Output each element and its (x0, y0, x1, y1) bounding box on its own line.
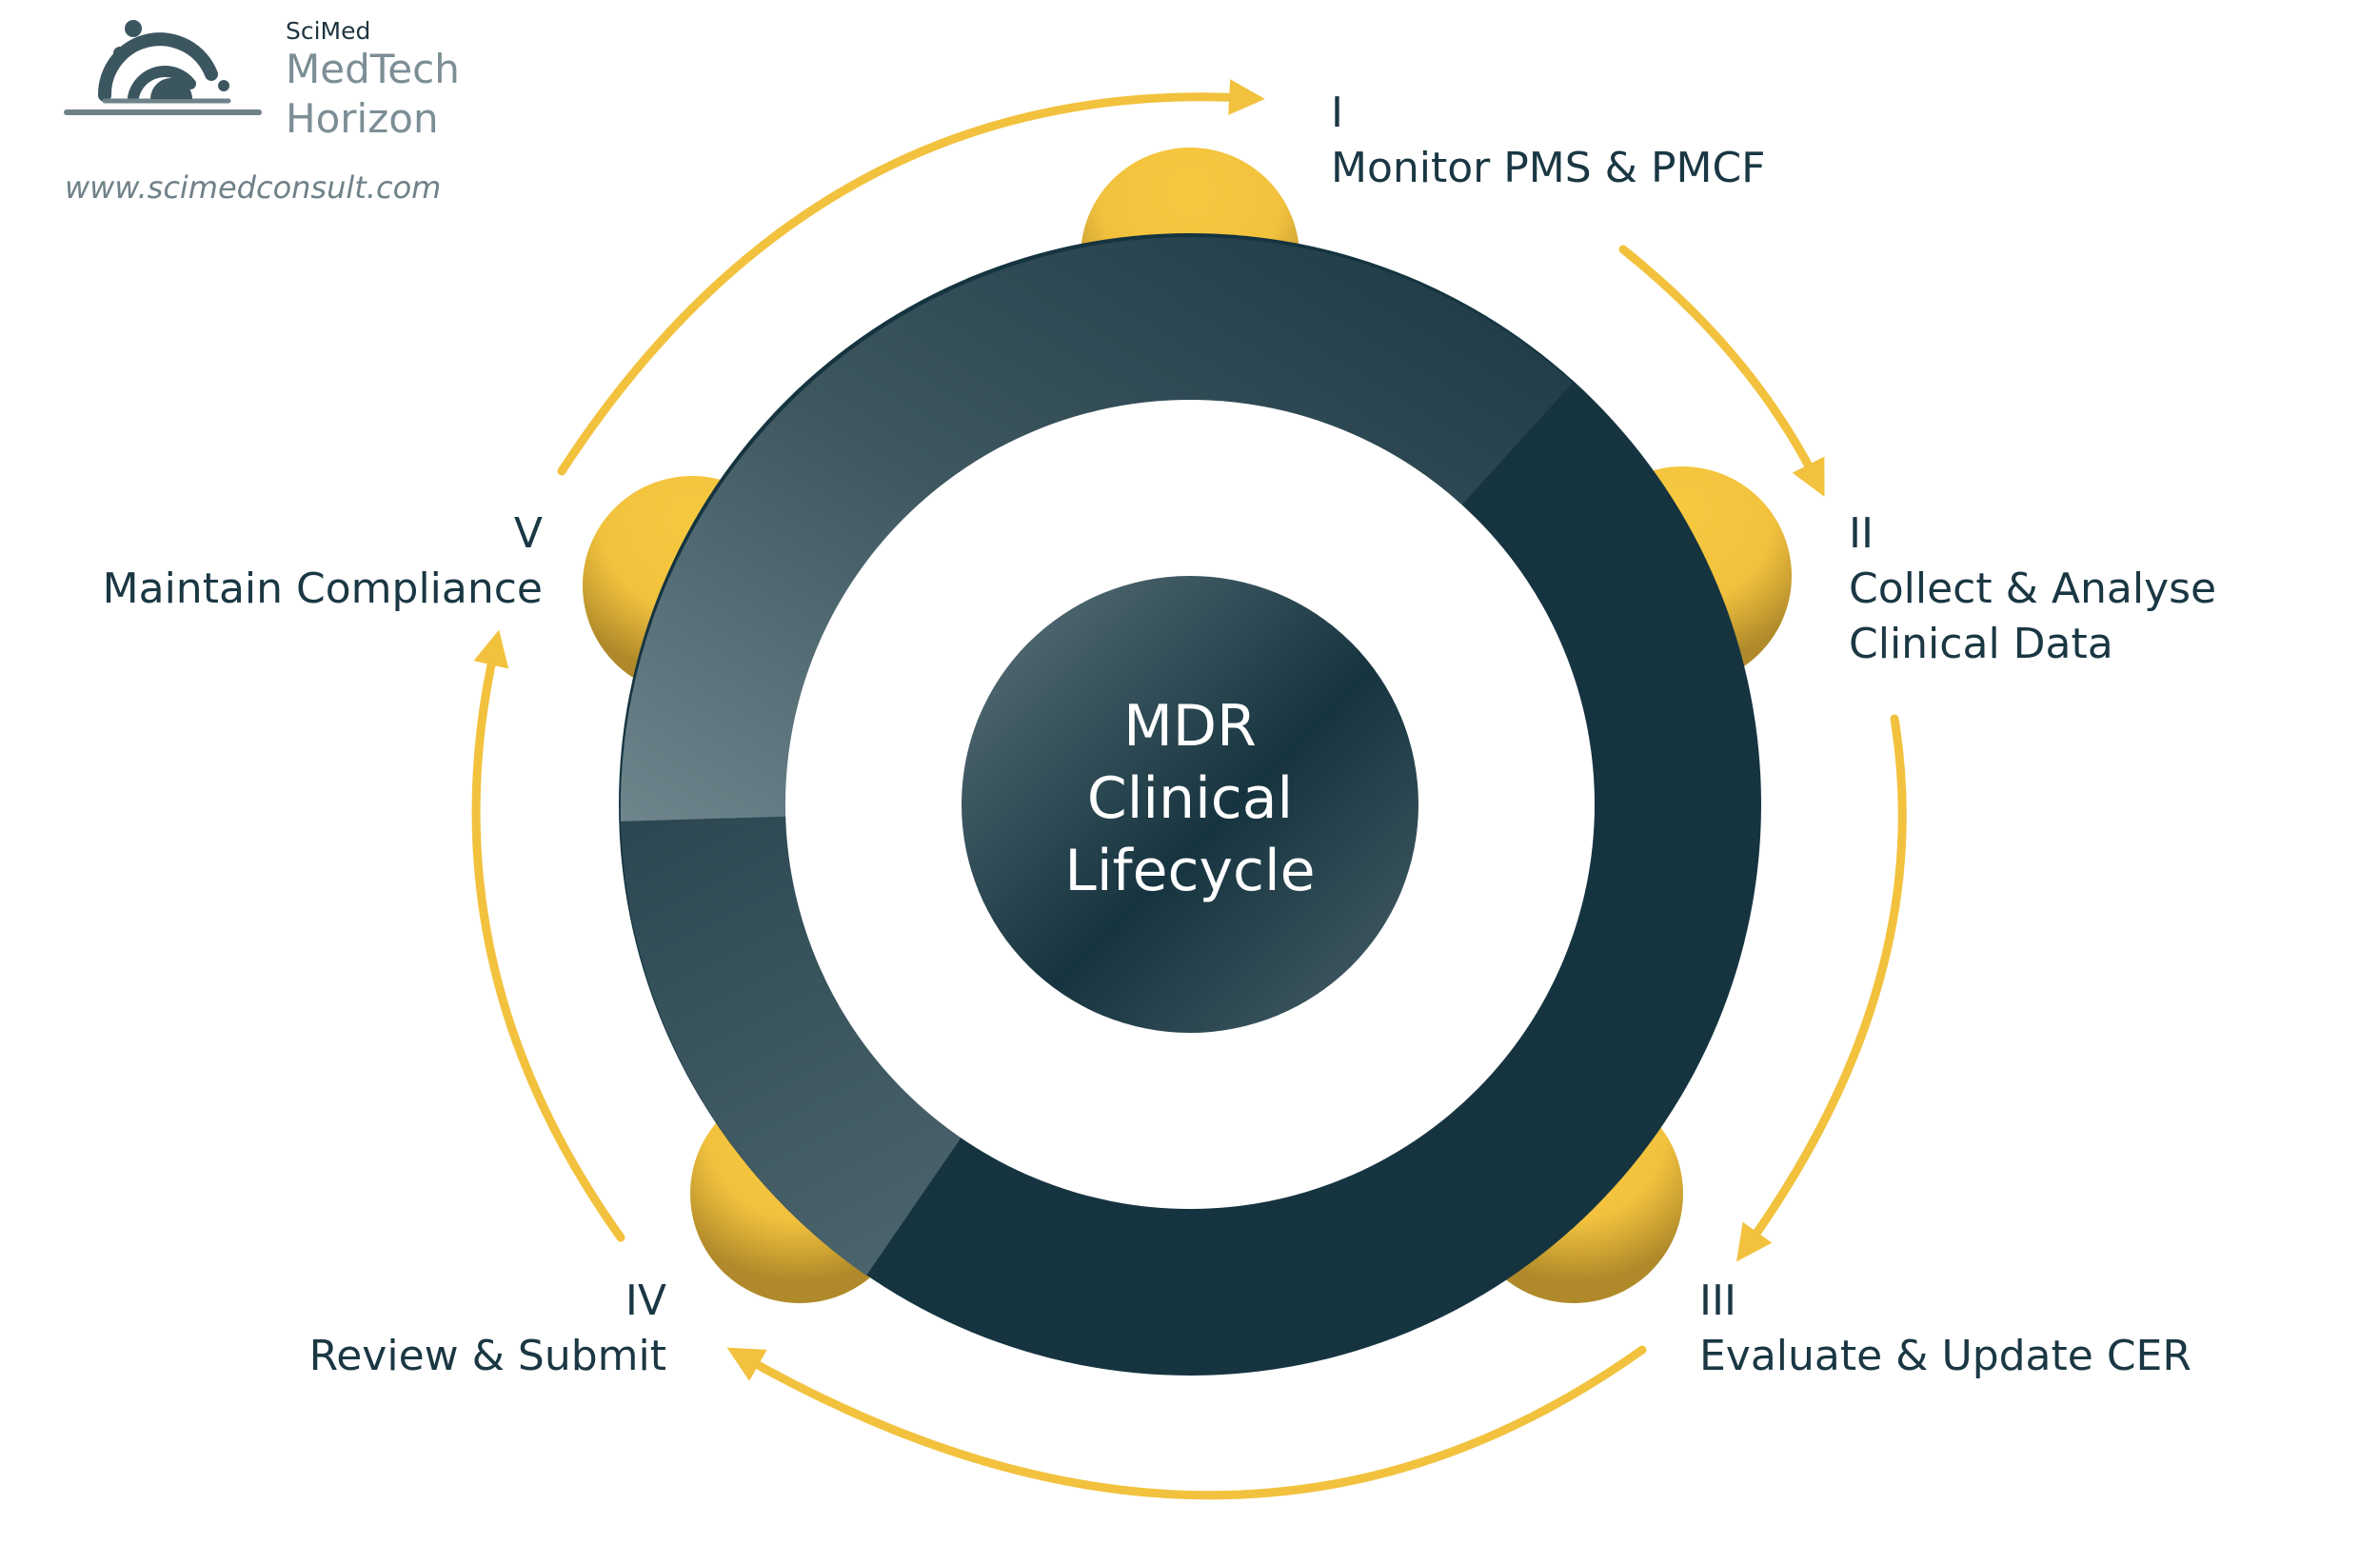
center-label-line2: Clinical (1086, 765, 1294, 832)
center-label-line3: Lifecycle (1064, 838, 1316, 904)
step-4-numeral: IV (625, 1277, 666, 1325)
brand-small-name: SciMed (286, 17, 371, 45)
step-2-numeral: II (1849, 509, 1874, 558)
arrow-v-to-i (557, 79, 1265, 476)
arrow-i-to-ii (1618, 245, 1825, 497)
brand-url: www.scimedconsult.com (65, 169, 442, 206)
brand-name-line2: Horizon (286, 95, 439, 142)
arrow-iii-to-iv (726, 1345, 1647, 1500)
brand: SciMed MedTech Horizon www.scimedconsult… (57, 8, 495, 208)
center-label-line1: MDR (1123, 693, 1257, 760)
center-label: MDR Clinical Lifecycle (952, 690, 1428, 907)
step-4-title: Review & Submit (308, 1332, 666, 1380)
center-disk (962, 576, 1418, 1033)
step-2-title-line2: Clinical Data (1849, 620, 2113, 668)
step-5: V Maintain Compliance (19, 506, 543, 617)
step-1-title: Monitor PMS & PMCF (1331, 144, 1766, 192)
step-5-numeral: V (513, 509, 543, 558)
step-2: II Collect & Analyse Clinical Data (1849, 506, 2216, 672)
step-4: IV Review & Submit (190, 1274, 666, 1384)
brand-name-line1: MedTech (286, 46, 460, 92)
step-1: I Monitor PMS & PMCF (1331, 86, 1765, 196)
step-1-numeral: I (1331, 89, 1343, 137)
step-5-title: Maintain Compliance (102, 564, 543, 613)
arrow-iv-to-v (471, 629, 625, 1242)
brand-logo-icon (64, 20, 262, 115)
arrow-ii-to-iii (1736, 714, 1907, 1262)
step-3-numeral: III (1699, 1277, 1736, 1325)
step-2-title: Collect & Analyse (1849, 564, 2217, 613)
cycle-arrows (471, 79, 1907, 1500)
step-3-title: Evaluate & Update CER (1699, 1332, 2192, 1380)
step-3: III Evaluate & Update CER (1699, 1274, 2192, 1384)
lifecycle-ring (619, 233, 1761, 1376)
